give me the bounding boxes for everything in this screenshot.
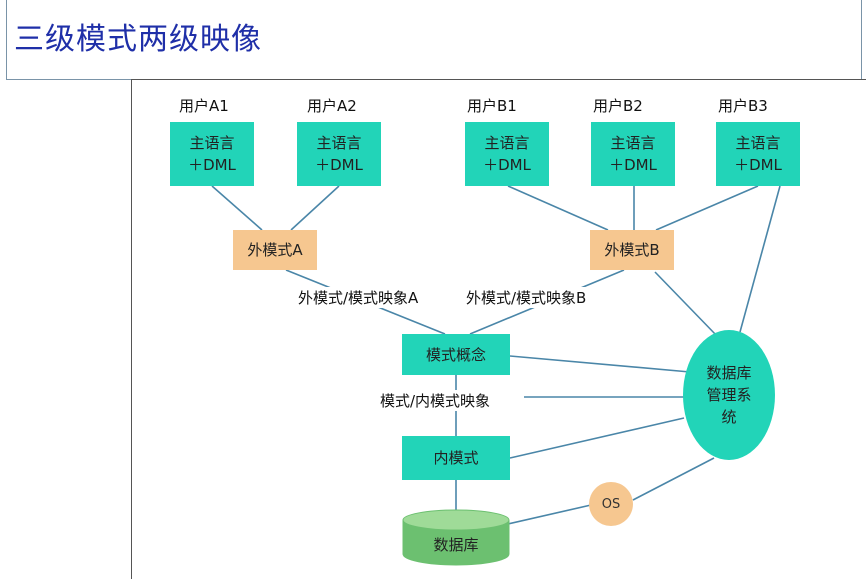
user-b1-label: 用户B1 <box>467 97 517 115</box>
os-node: OS <box>589 482 633 526</box>
app-box-line2: ＋DML <box>315 156 363 174</box>
user-a2-label: 用户A2 <box>307 97 357 115</box>
link-a2-external-a <box>290 185 340 231</box>
app-box-line1: 主语言 <box>735 134 781 152</box>
app-box-line2: ＋DML <box>188 156 236 174</box>
user-b1-app-box: 主语言 ＋DML <box>465 122 549 186</box>
app-box-line1: 主语言 <box>484 134 530 152</box>
dbms-node: 数据库 管理系 统 <box>683 330 775 460</box>
user-a1-label: 用户A1 <box>179 97 229 115</box>
conceptual-schema: 模式概念 <box>402 334 510 375</box>
diagram-frame-left <box>131 80 132 579</box>
database-label: 数据库 <box>433 536 479 554</box>
internal-schema: 内模式 <box>402 436 510 480</box>
mapping-b-label: 外模式/模式映象B <box>464 287 589 308</box>
link-dbms-external-b <box>654 271 718 337</box>
app-box-line2: ＋DML <box>483 156 531 174</box>
app-box-line2: ＋DML <box>609 156 657 174</box>
user-b3-label: 用户B3 <box>718 97 768 115</box>
dbms-line3: 统 <box>721 408 737 426</box>
link-dbms-os <box>632 457 715 501</box>
database-cylinder: 数据库 <box>401 508 511 566</box>
app-box-line2: ＋DML <box>734 156 782 174</box>
user-a2-app-box: 主语言 ＋DML <box>297 122 381 186</box>
app-box-line1: 主语言 <box>610 134 656 152</box>
user-a1-app-box: 主语言 ＋DML <box>170 122 254 186</box>
link-a1-external-a <box>211 185 263 231</box>
dbms-line1: 数据库 <box>706 364 752 382</box>
database-icon <box>402 509 510 566</box>
page-title: 三级模式两级映像 <box>14 22 262 57</box>
external-schema-a: 外模式A <box>233 230 317 270</box>
mapping-a-label: 外模式/模式映象A <box>296 287 421 308</box>
link-dbms-user-b3 <box>739 185 781 333</box>
internal-mapping-label: 模式/内模式映象 <box>378 390 493 411</box>
diagram-frame-top <box>131 79 866 80</box>
link-dbms-internal <box>509 417 685 459</box>
user-b3-app-box: 主语言 ＋DML <box>716 122 800 186</box>
external-schema-b: 外模式B <box>590 230 674 270</box>
link-dbms-conceptual <box>509 355 691 373</box>
dbms-line2: 管理系 <box>706 386 752 404</box>
link-b3-external-b <box>655 185 759 231</box>
app-box-line1: 主语言 <box>316 134 362 152</box>
link-b1-external-b <box>507 185 609 231</box>
user-b2-app-box: 主语言 ＋DML <box>591 122 675 186</box>
user-b2-label: 用户B2 <box>593 97 643 115</box>
app-box-line1: 主语言 <box>189 134 235 152</box>
link-os-database <box>507 504 592 525</box>
